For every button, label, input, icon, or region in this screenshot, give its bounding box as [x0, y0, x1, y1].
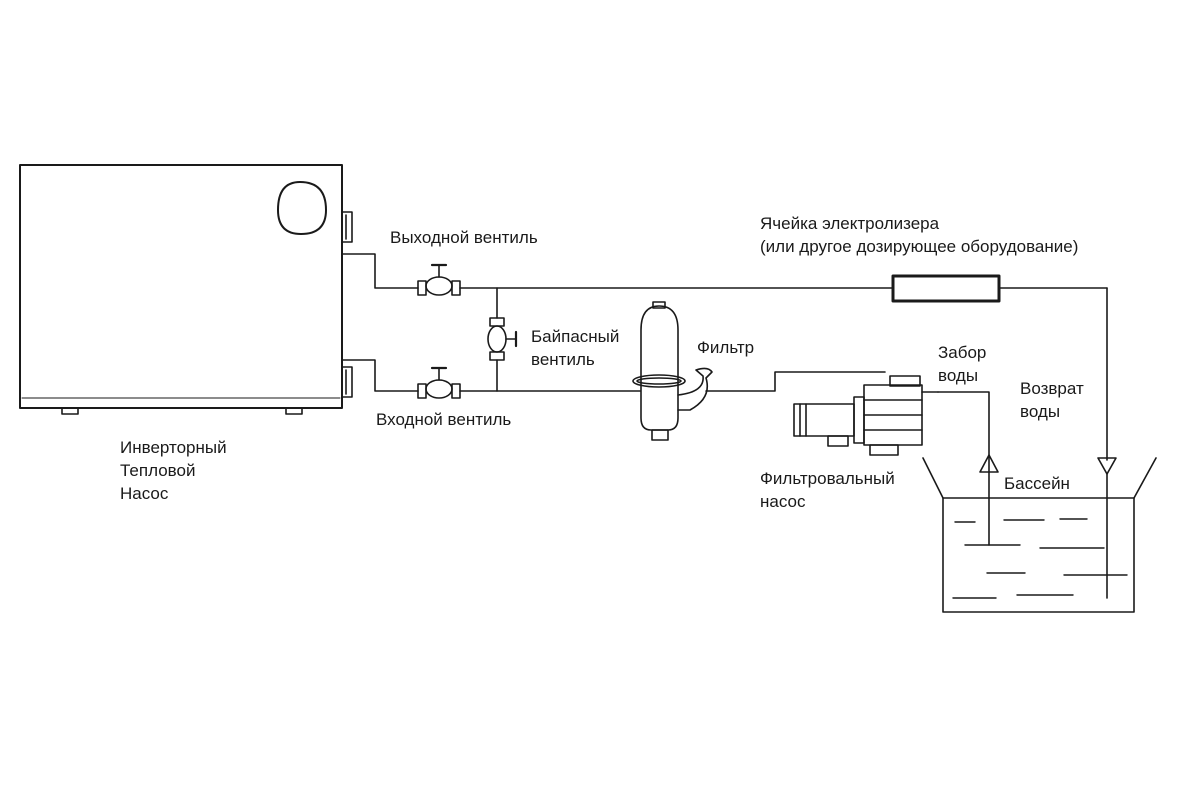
- outlet-pipe: [341, 253, 1108, 461]
- filter-pump-label-line-1: Фильтровальный: [760, 469, 895, 488]
- electrolyzer-cell-icon: [891, 274, 1001, 303]
- water-intake-label-line-2: воды: [938, 366, 979, 385]
- bypass-valve-label: Байпасный вентиль: [531, 325, 619, 371]
- filter-pump-label-line-2: насос: [760, 492, 806, 511]
- inlet-valve-label: Входной вентиль: [376, 410, 512, 429]
- filter-label: Фильтр: [697, 338, 755, 357]
- electrolyzer-label-line-1: Ячейка электролизера: [760, 214, 940, 233]
- heat-pump-logo-icon: [277, 181, 327, 235]
- heat-pump-label: Инверторный Тепловой Насос: [120, 436, 227, 505]
- inlet-pipe: [341, 359, 641, 392]
- pool-icon: [922, 457, 1157, 613]
- bypass-valve-label-line-2: вентиль: [531, 350, 595, 369]
- pool-label: Бассейн: [1004, 474, 1070, 493]
- bypass-valve-icon: [487, 317, 518, 361]
- heat-pump-label-line-1: Инверторный: [120, 438, 227, 457]
- electrolyzer-label: Ячейка электролизера (или другое дозирую…: [760, 212, 1078, 258]
- water-intake-label-line-1: Забор: [938, 343, 987, 362]
- filter-icon: [632, 301, 713, 441]
- return-arrow-icon: [1097, 457, 1117, 475]
- electrolyzer-label-line-2: (или другое дозирующее оборудование): [760, 237, 1079, 256]
- bypass-valve-label-line-1: Байпасный: [531, 327, 620, 346]
- intake-arrow-icon: [979, 454, 999, 473]
- water-return-label-line-2: воды: [1020, 402, 1061, 421]
- heat-pump-unit: [19, 164, 353, 415]
- filter-to-pump-pipe: [705, 371, 886, 392]
- water-return-label: Возврат воды: [1020, 377, 1084, 423]
- inlet-valve-icon: [417, 366, 461, 399]
- water-intake-line: [937, 391, 999, 546]
- heat-pump-label-line-2: Тепловой: [120, 461, 196, 480]
- filter-pump-label: Фильтровальный насос: [760, 467, 895, 513]
- water-intake-label: Забор воды: [938, 341, 986, 387]
- outlet-valve-label: Выходной вентиль: [390, 228, 538, 247]
- heat-pump-label-line-3: Насос: [120, 484, 169, 503]
- filter-pump-icon: [793, 375, 939, 456]
- water-return-label-line-1: Возврат: [1020, 379, 1084, 398]
- outlet-valve-icon: [417, 263, 461, 296]
